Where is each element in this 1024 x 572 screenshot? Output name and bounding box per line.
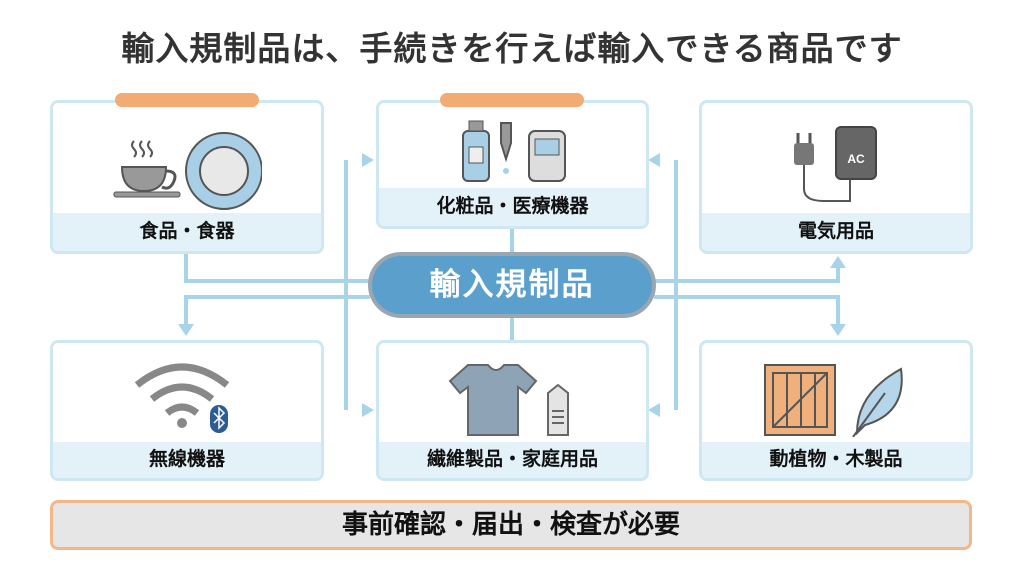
svg-text:AC: AC bbox=[847, 152, 865, 166]
category-label: 化粧品・医療機器 bbox=[379, 188, 646, 226]
category-label: 電気用品 bbox=[702, 213, 970, 251]
highlight-tab bbox=[115, 93, 259, 107]
plug-adapter-icon: AC bbox=[794, 126, 877, 202]
cup-and-plate-icon bbox=[113, 132, 262, 210]
wifi-bluetooth-icon bbox=[134, 363, 230, 433]
category-label: 無線機器 bbox=[53, 442, 321, 478]
category-label: 動植物・木製品 bbox=[702, 442, 970, 478]
crate-leaf-icon bbox=[764, 364, 903, 437]
category-wireless: 無線機器 bbox=[50, 340, 324, 481]
category-animals-plants-wood: 動植物・木製品 bbox=[699, 340, 973, 481]
requirement-banner: 事前確認・届出・検査が必要 bbox=[50, 500, 972, 550]
category-electrical: AC 電気用品 bbox=[699, 100, 973, 254]
category-label: 繊維製品・家庭用品 bbox=[379, 442, 646, 478]
highlight-tab bbox=[440, 93, 584, 107]
category-cosmetics-medical: 化粧品・医療機器 bbox=[376, 100, 649, 229]
category-textiles-household: 繊維製品・家庭用品 bbox=[376, 340, 649, 481]
tshirt-tag-icon bbox=[448, 364, 569, 436]
bottle-dropper-meter-icon bbox=[461, 120, 566, 182]
category-label: 食品・食器 bbox=[53, 213, 321, 251]
category-food: 食品・食器 bbox=[50, 100, 324, 254]
center-node: 輸入規制品 bbox=[368, 252, 656, 318]
page-title: 輸入規制品は、手続きを行えば輸入できる商品です bbox=[121, 29, 903, 68]
